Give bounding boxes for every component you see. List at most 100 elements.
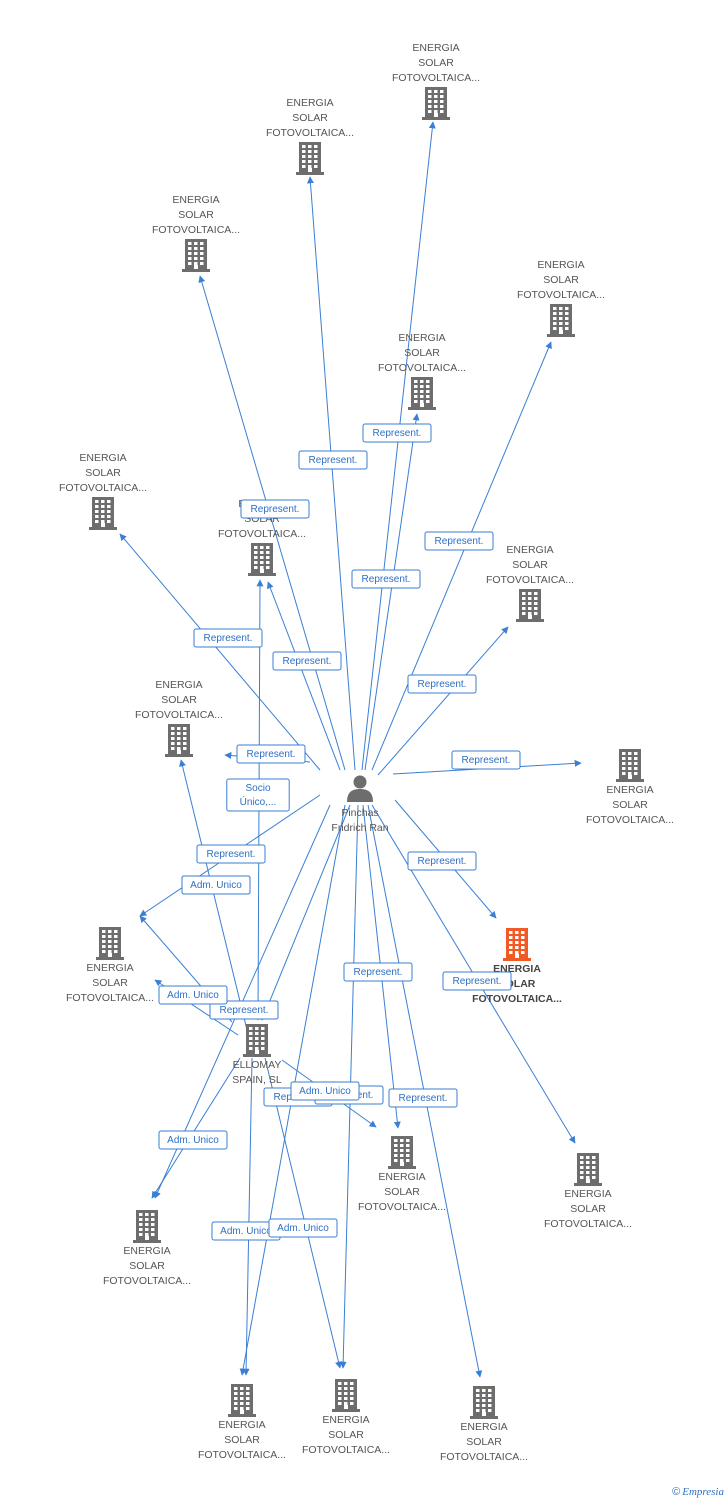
node-label-line: ENERGIA xyxy=(155,679,202,691)
building-icon[interactable] xyxy=(165,724,193,757)
edge-label-line: Represent. xyxy=(283,656,332,667)
building-icon[interactable] xyxy=(388,1136,416,1169)
node-label-line: ENERGIA xyxy=(322,1414,369,1426)
building-icon[interactable] xyxy=(182,239,210,272)
building-icon[interactable] xyxy=(574,1153,602,1186)
node-label-line: SOLAR xyxy=(161,694,197,706)
node-label-line: FOTOVOLTAICA... xyxy=(152,224,240,236)
building-icon[interactable] xyxy=(248,543,276,576)
building-icon[interactable] xyxy=(133,1210,161,1243)
node-label-line: ENERGIA xyxy=(506,544,553,556)
building-icon[interactable] xyxy=(243,1024,271,1057)
node-label-line: FOTOVOLTAICA... xyxy=(266,127,354,139)
edge-label-0: Represent. xyxy=(362,423,432,443)
edge-person-n8 xyxy=(377,626,509,776)
edge-label-box xyxy=(407,851,477,871)
building-icon[interactable] xyxy=(408,377,436,410)
building-icon[interactable] xyxy=(470,1386,498,1419)
node-label-line: SOLAR xyxy=(178,209,214,221)
building-icon[interactable] xyxy=(547,304,575,337)
edge-label-text: Represent. xyxy=(373,428,422,439)
edge-label-text: Represent. xyxy=(207,849,256,860)
building-icon[interactable] xyxy=(96,927,124,960)
edge-label-11: Represent. xyxy=(407,851,477,871)
node-label-line: SOLAR xyxy=(570,1203,606,1215)
edge-label-box xyxy=(351,569,421,589)
edge-label-line: Represent. xyxy=(453,976,502,987)
node-label-line: ENERGIA xyxy=(218,1419,265,1431)
node-label-line: SOLAR xyxy=(92,977,128,989)
edge-label-25: Adm. Unico xyxy=(158,1130,228,1150)
edge-label-box xyxy=(362,423,432,443)
edge-label-line: Represent. xyxy=(207,849,256,860)
edge-label-box xyxy=(193,628,263,648)
edge-label-18: Represent. xyxy=(209,1000,279,1020)
edge-label-5: Represent. xyxy=(193,628,263,648)
edge-label-line: Represent. xyxy=(247,749,296,760)
node-label-line: FOTOVOLTAICA... xyxy=(59,482,147,494)
edge-label-text: Represent. xyxy=(362,574,411,585)
node-label-line: FOTOVOLTAICA... xyxy=(517,289,605,301)
edge-label-line: Represent. xyxy=(399,1093,448,1104)
node-label-line: SOLAR xyxy=(543,274,579,286)
node-label-line: FOTOVOLTAICA... xyxy=(440,1451,528,1463)
node-label-line: FOTOVOLTAICA... xyxy=(392,72,480,84)
edge-label-box xyxy=(240,499,310,519)
node-label-line: ENERGIA xyxy=(378,1171,425,1183)
node-label-line: ELLOMAY xyxy=(233,1059,282,1071)
edge-label-text: Represent. xyxy=(462,755,511,766)
person-icon[interactable] xyxy=(347,775,373,803)
node-label-line: ENERGIA xyxy=(286,97,333,109)
edge-person-n5 xyxy=(364,413,420,771)
node-label-line: ENERGIA xyxy=(79,452,126,464)
building-icon[interactable] xyxy=(422,87,450,120)
edge-label-text: Represent. xyxy=(418,679,467,690)
edge-person-n7 xyxy=(266,581,341,771)
building-icon[interactable] xyxy=(89,497,117,530)
building-icon[interactable] xyxy=(228,1384,256,1417)
building-icon[interactable] xyxy=(332,1379,360,1412)
building-icon[interactable] xyxy=(296,142,324,175)
node-label-line: SOLAR xyxy=(512,559,548,571)
edge-label-box xyxy=(272,651,342,671)
building-icon[interactable] xyxy=(516,589,544,622)
edge-label-line: Represent. xyxy=(373,428,422,439)
building-icon[interactable] xyxy=(503,928,531,961)
edge-label-10: Represent. xyxy=(196,844,266,864)
node-label-line: SOLAR xyxy=(328,1429,364,1441)
node-label-line: ENERGIA xyxy=(606,784,653,796)
edge-label-24: Adm. Unico xyxy=(158,985,228,1005)
building-icon[interactable] xyxy=(616,749,644,782)
edge-label-text: Represent. xyxy=(309,455,358,466)
edge-label-line: Adm. Unico xyxy=(220,1226,272,1237)
